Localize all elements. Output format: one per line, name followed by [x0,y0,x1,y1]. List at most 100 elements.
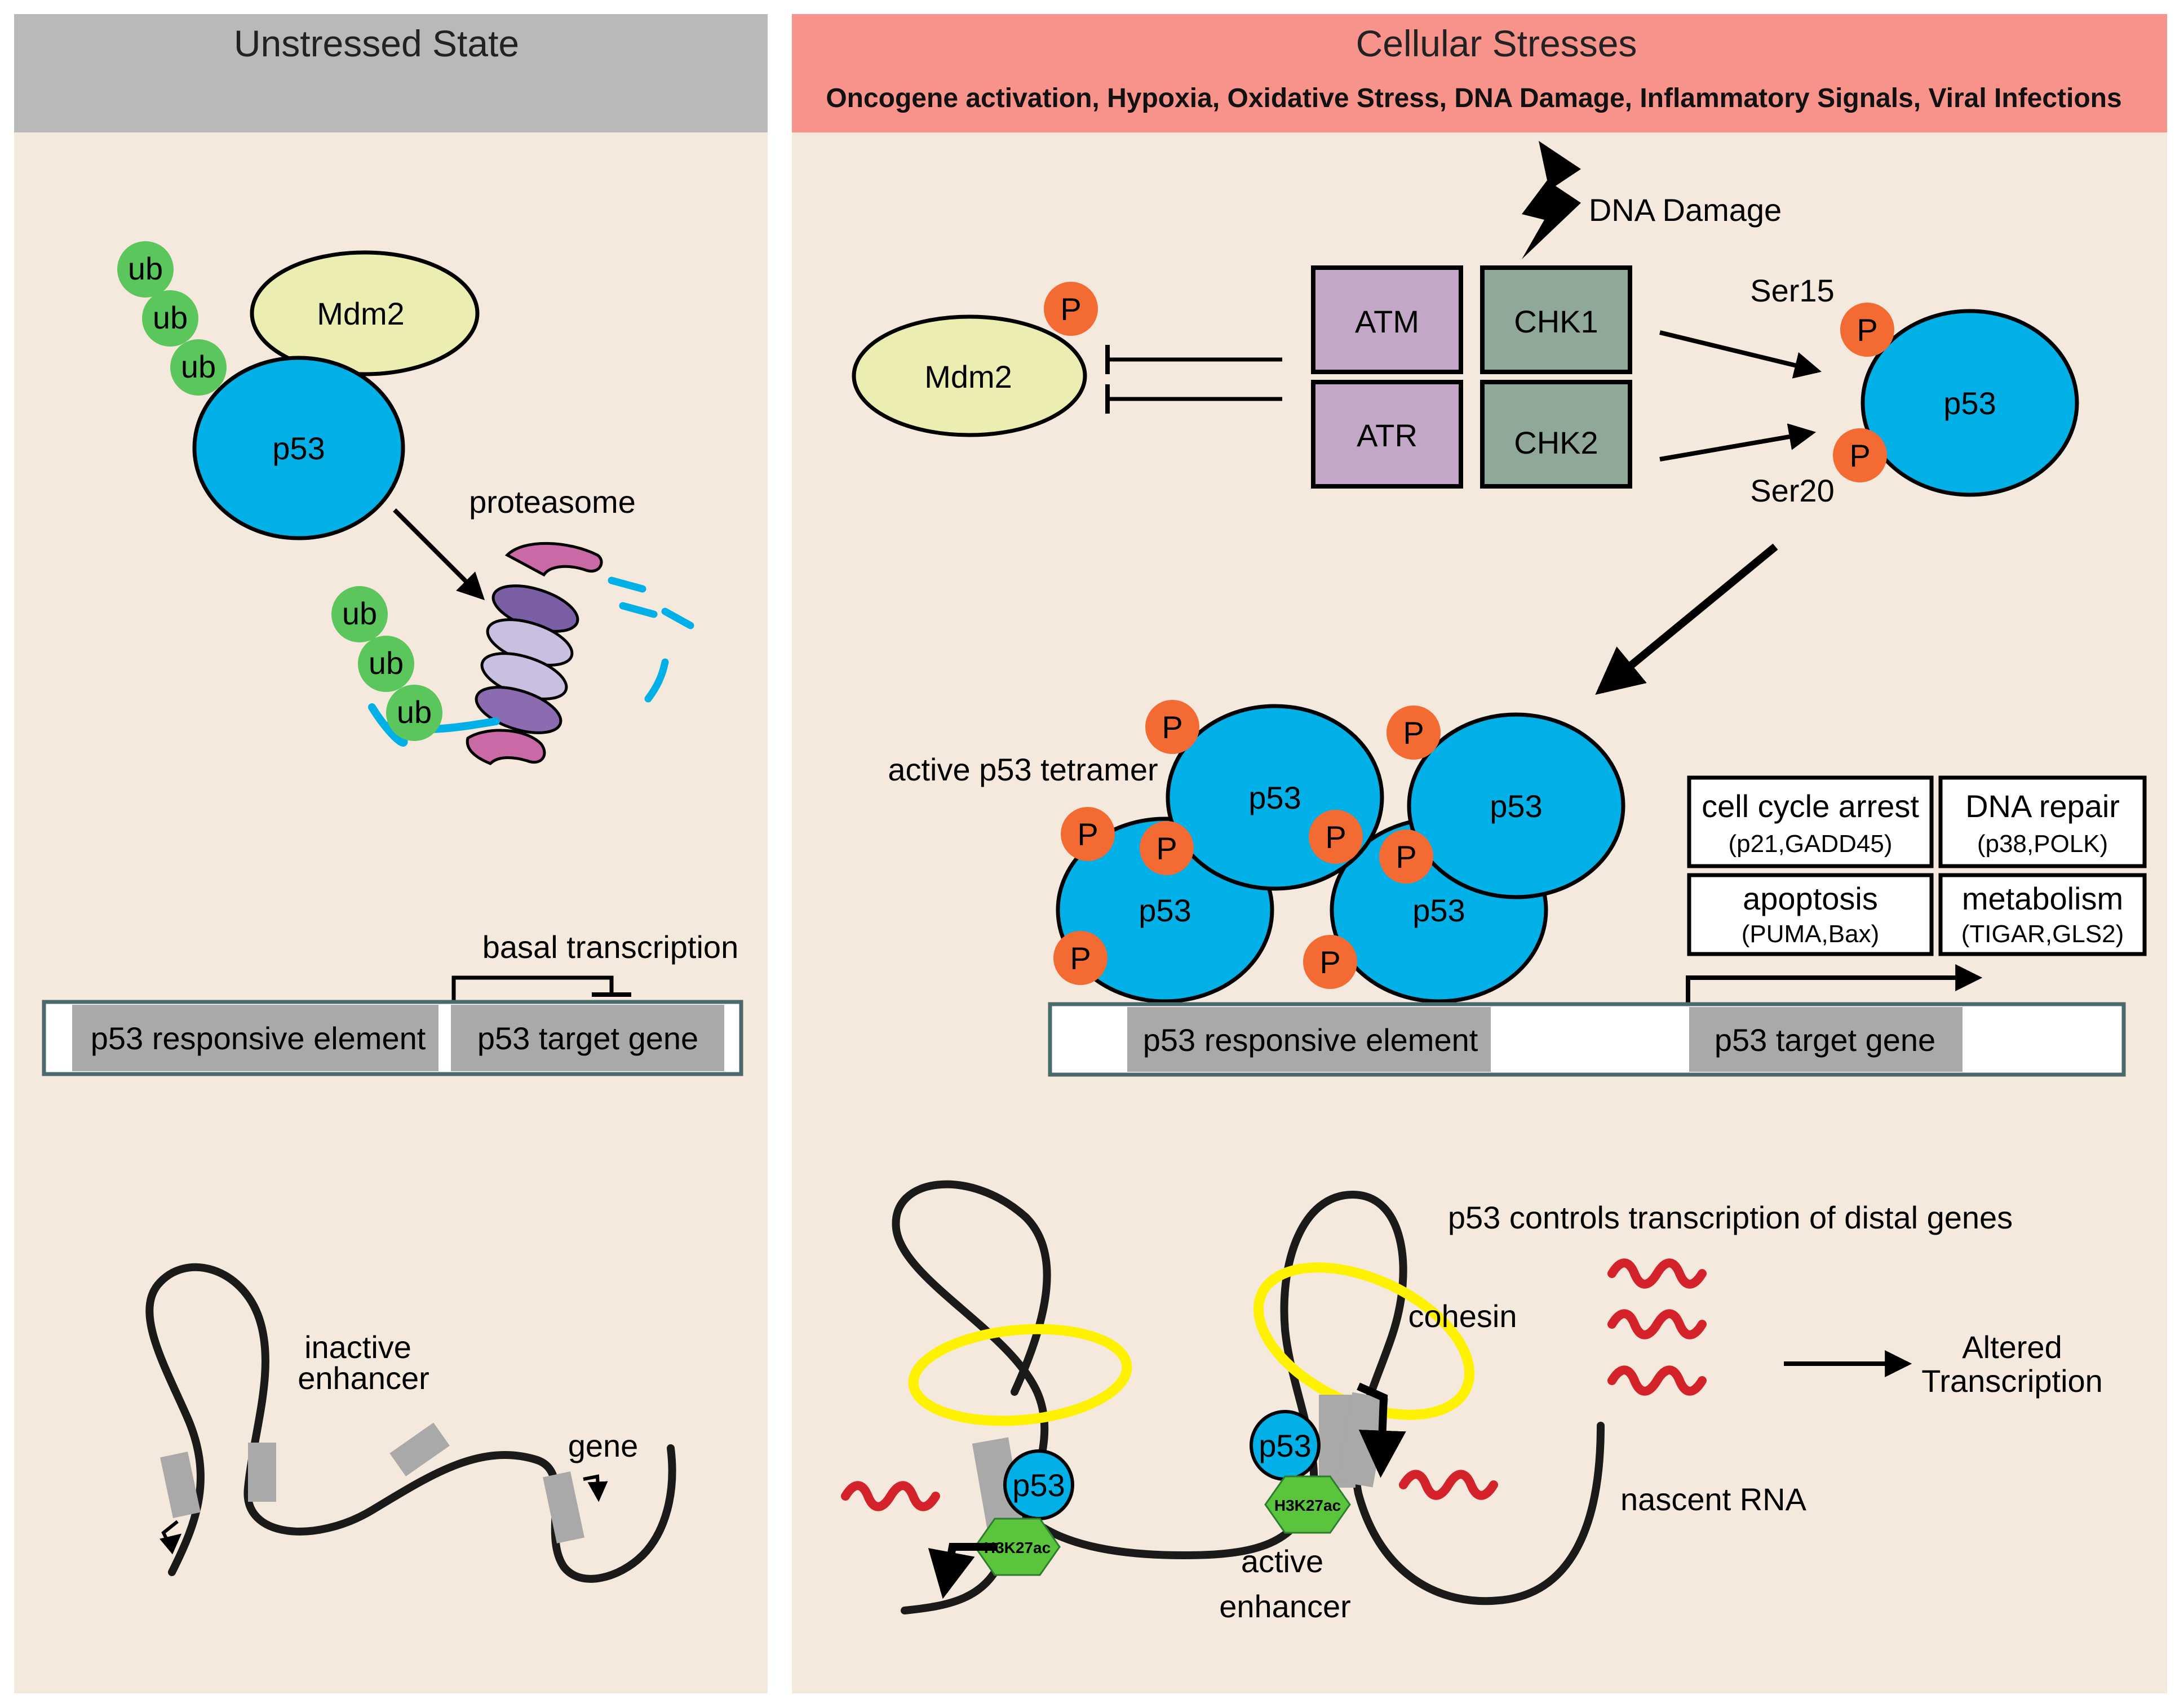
ub-chain-top: ub ub ub [117,241,227,396]
p53-label: p53 [1490,788,1542,824]
target-gene-label: p53 target gene [1715,1022,1935,1058]
altered-transcription-label: Transcription [1921,1363,2103,1399]
ser20-label: Ser20 [1750,473,1834,508]
responsive-element-box [1127,1007,1491,1072]
phospho-circle [1379,829,1433,884]
stressed-panel: Cellular Stresses Oncogene activation, H… [792,14,2167,1693]
outcome-genes: (p38,POLK) [1977,830,2108,858]
phospho-label: P [1319,944,1340,980]
phospho-circle [1061,807,1115,861]
ub-label: ub [181,349,216,384]
cohesin-ring [908,1324,1132,1426]
phospho-label: P [1162,709,1182,745]
phospho-circle [1833,428,1887,482]
rna-squiggle [1607,1258,1707,1289]
phosphorylation-arrow-ser15 [1659,330,1822,379]
p53-label: p53 [272,431,325,466]
p53-label: p53 [1248,780,1301,815]
unstressed-header [14,14,768,132]
phospho-circle [1840,303,1894,357]
rna-squiggle [1607,1309,1707,1339]
ub-label: ub [369,645,404,681]
stressed-header [792,14,2167,132]
phospho-label: P [1060,291,1081,327]
ub-circle [331,586,388,642]
p53-fragment [661,607,694,629]
active-enhancer-label: active [1241,1543,1323,1579]
atr-box [1311,380,1463,489]
stressed-title: Cellular Stresses [1356,23,1637,64]
outcome-title: apoptosis [1743,881,1878,916]
inactive-enhancer-label: inactive [304,1329,411,1365]
p53-monomer [1407,712,1625,899]
phospho-circle [1309,810,1363,864]
ub-circle [142,290,198,347]
outcome-box-dna-repair [1938,775,2147,868]
chk2-box [1480,380,1632,489]
gene-block [543,1471,584,1543]
phospho-label: P [1849,438,1870,473]
basal-transcription-inhibition [451,975,614,1006]
phospho-circle [1044,282,1098,336]
p53-fragment [619,602,658,618]
rna-squiggle [1399,1470,1498,1500]
tetramerization-arrow [1595,543,1778,695]
unstressed-title: Unstressed State [234,23,519,64]
phosphorylation-arrow-ser20 [1659,423,1817,462]
outcome-genes: (TIGAR,GLS2) [1961,920,2124,948]
target-gene-box [1689,1007,1963,1072]
cohesin-label: cohesin [1408,1298,1517,1334]
proteasome-label: proteasome [469,484,636,520]
p53-fragments [608,576,694,703]
inactive-enhancer-label: enhancer [298,1360,429,1396]
responsive-element-label: p53 responsive element [91,1021,426,1056]
tss-arrow-right [1357,1382,1406,1478]
nascent-rna-label: nascent RNA [1620,1481,1807,1517]
h3k27ac-hexagon [1264,1475,1351,1534]
active-enhancer-label: enhancer [1219,1589,1351,1624]
gene-arrow [583,1474,608,1502]
enhancer-block [389,1422,450,1477]
ub-label: ub [397,694,432,730]
phospho-circle [1386,706,1441,760]
p53-label: p53 [1412,893,1465,928]
tss-arrow-left [928,1543,998,1599]
phospho-label: P [1156,831,1177,866]
mdm2-oval [250,250,480,376]
outcome-box-metabolism [1938,873,2147,956]
p53-circle [192,356,405,540]
ub-circle [170,339,227,396]
ub-chain-bottom: ub ub ub [331,586,442,741]
outcome-grid: cell cycle arrest (p21,GADD45) DNA repai… [1687,775,2147,956]
p53-label: p53 [1139,893,1191,928]
h3k27ac-label: H3K27ac [1274,1497,1341,1514]
target-gene-box [451,1005,724,1071]
proteasome-icon [466,542,603,765]
outcome-box-cell-cycle [1687,775,1934,868]
chk2-label: CHK2 [1514,425,1598,460]
target-gene-label: p53 target gene [477,1021,698,1056]
phospho-label: P [1070,940,1091,976]
responsive-element-label: p53 responsive element [1143,1022,1478,1058]
tss-arrow-small [159,1520,182,1555]
mdm2-oval-phospho [852,314,1087,437]
atm-label: ATM [1355,304,1419,339]
phospho-label: P [1857,312,1877,348]
phospho-circle [1303,935,1357,989]
chk1-label: CHK1 [1514,304,1598,339]
proteasome-cap-bottom [466,729,546,765]
ub-circle [386,685,442,741]
tetramer-label: active p53 tetramer [888,752,1158,787]
proteasome-cap-top [504,542,603,577]
ub-label: ub [128,251,163,286]
phospho-label: P [1396,839,1416,875]
atr-label: ATR [1357,418,1417,453]
transcription-start-arrow [1686,964,1983,1004]
phospho-label: P [1325,819,1346,855]
phospho-circle [1140,821,1194,875]
ub-circle [358,636,414,692]
chromatin-fiber-inactive [145,1263,676,1583]
rna-squiggles [841,1258,1707,1511]
phospho-label: P [1077,817,1098,852]
